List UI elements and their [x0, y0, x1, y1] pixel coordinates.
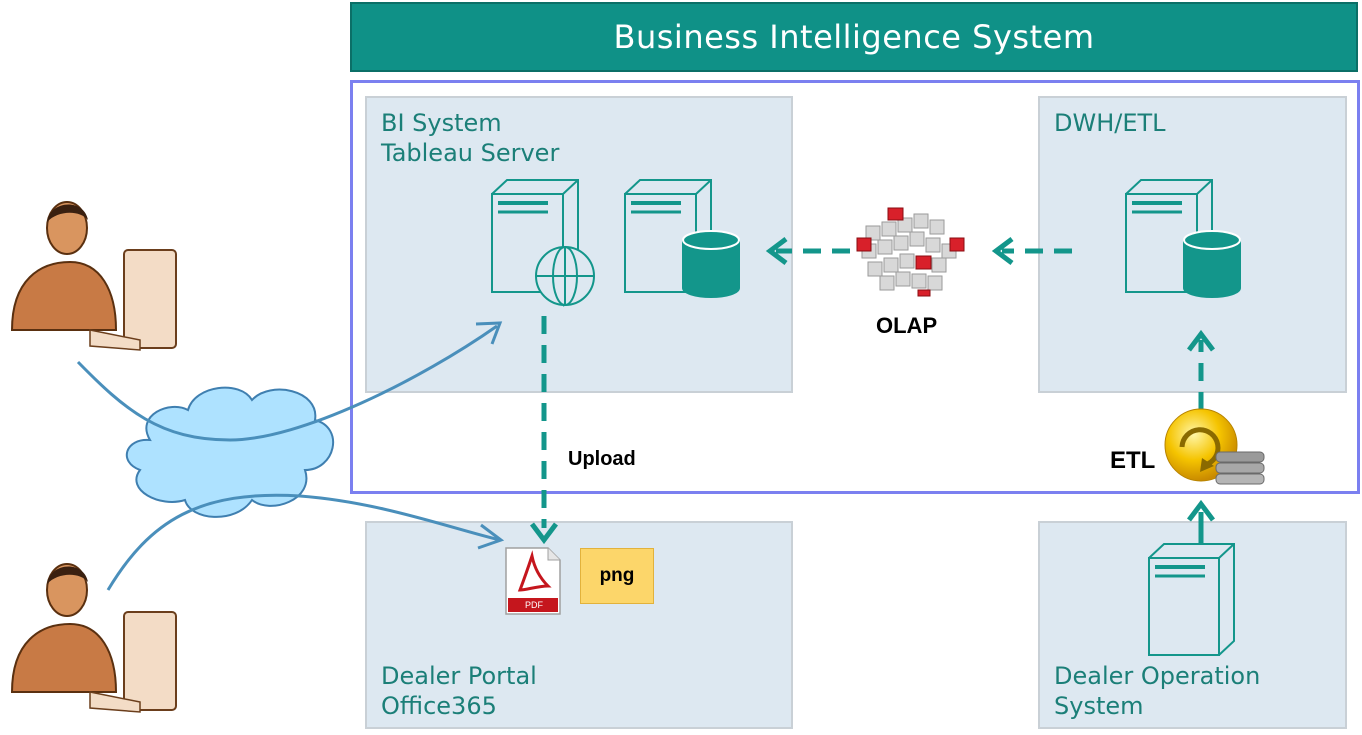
pdf-icon	[505, 547, 561, 615]
etl-icon	[1164, 408, 1265, 485]
pdf-icon-label: PDF	[525, 600, 543, 610]
dwh-etl-label: DWH/ETL	[1054, 109, 1166, 137]
user-icon	[10, 201, 177, 351]
upload-label: Upload	[568, 448, 636, 470]
olap-cube-icon	[856, 207, 965, 297]
dealer-operation-box: Dealer Operation System	[1038, 521, 1347, 729]
dwh-server-icon	[1125, 179, 1241, 298]
png-icon: png	[580, 548, 654, 604]
dealer-server-icon	[1148, 543, 1235, 656]
olap-label: OLAP	[876, 313, 938, 338]
dealer-operation-label: Dealer Operation System	[1054, 662, 1261, 720]
user-access-arrows	[76, 321, 505, 591]
dealer-portal-box: Dealer Portal Office365	[365, 521, 793, 729]
user-icon	[10, 563, 177, 713]
data-flow-arrows	[530, 237, 1215, 545]
server-db-icon	[624, 179, 740, 298]
cloud-icon	[125, 386, 334, 518]
dealer-portal-label: Dealer Portal Office365	[381, 662, 537, 720]
bi-system-frame	[350, 80, 1360, 494]
server-web-icon	[491, 179, 595, 307]
bi-system-label: BI System Tableau Server	[381, 109, 560, 167]
diagram-title: Business Intelligence System	[350, 2, 1358, 72]
etl-label: ETL	[1110, 447, 1156, 474]
